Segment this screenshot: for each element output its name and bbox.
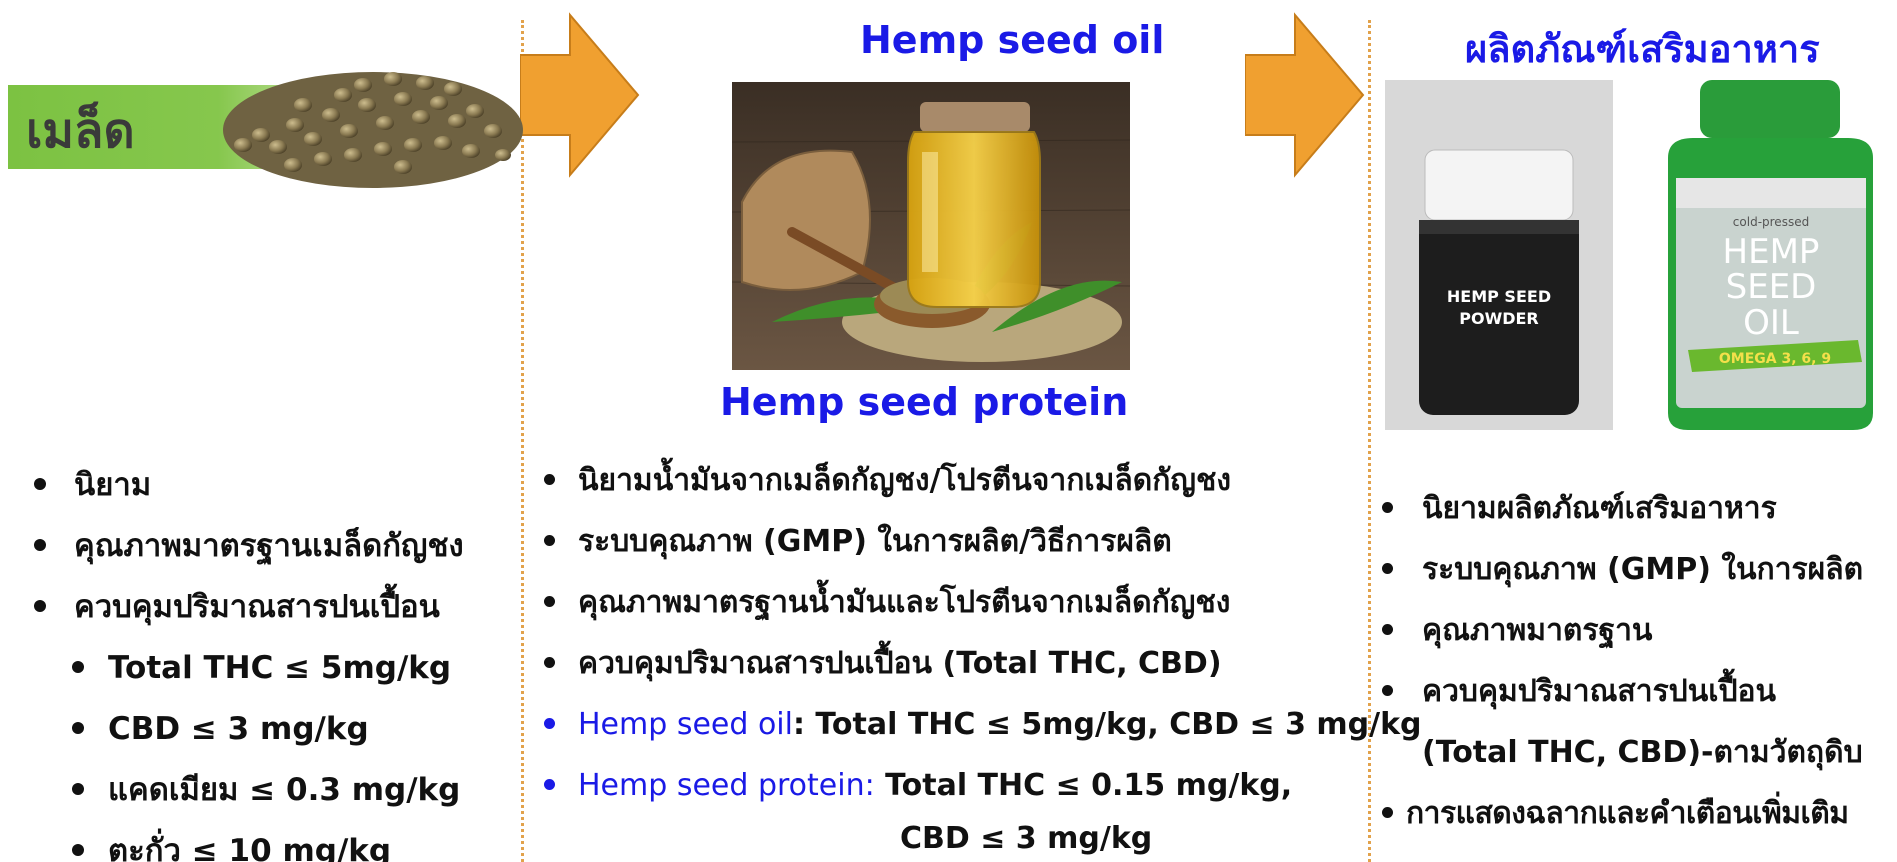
list-item: นิยามน้ำมันจากเมล็ดกัญชง/โปรตีนจากเมล็ดก… xyxy=(540,450,1360,511)
bullet-icon xyxy=(34,539,46,551)
hemp-seed-powder-bottle-image: HEMP SEED POWDER xyxy=(1385,80,1613,430)
bullet-icon xyxy=(544,596,555,607)
oil-protein-requirements-list: นิยามน้ำมันจากเมล็ดกัญชง/โปรตีนจากเมล็ดก… xyxy=(540,450,1422,816)
bottle-a-label-2: POWDER xyxy=(1459,309,1539,328)
bullet-icon xyxy=(72,661,84,673)
seed-banner-image: เมล็ด xyxy=(8,55,523,195)
list-item: นิยาม xyxy=(30,455,510,516)
bullet-icon xyxy=(1382,502,1393,513)
protein-limit-continuation: CBD ≤ 3 mg/kg xyxy=(900,821,1153,856)
list-subitem: ตะกั่ว ≤ 10 mg/kg xyxy=(30,821,510,862)
supplement-requirements-list: นิยามผลิตภัณฑ์เสริมอาหาร ระบบคุณภาพ (GMP… xyxy=(1378,478,1893,844)
hemp-seeds-image xyxy=(223,72,523,188)
bullet-icon xyxy=(34,478,46,490)
arrow-right-icon xyxy=(1245,10,1365,180)
list-item: คุณภาพมาตรฐานน้ำมันและโปรตีนจากเมล็ดกัญช… xyxy=(540,572,1360,633)
bottle-b-badge: OMEGA 3, 6, 9 xyxy=(1719,351,1831,367)
bottle-b-label-3: OIL xyxy=(1743,303,1799,343)
bottle-b-label-top: cold-pressed xyxy=(1733,215,1809,229)
list-subitem: CBD ≤ 3 mg/kg xyxy=(30,699,510,760)
list-item: นิยามผลิตภัณฑ์เสริมอาหาร xyxy=(1378,478,1893,539)
list-item: ควบคุมปริมาณสารปนเปื้อน xyxy=(30,577,510,638)
bullet-icon xyxy=(1382,563,1393,574)
hemp-seed-oil-title: Hemp seed oil xyxy=(860,18,1165,62)
bullet-icon xyxy=(544,535,555,546)
list-subitem: Total THC ≤ 5mg/kg xyxy=(30,638,510,699)
bottle-b-label-2: SEED xyxy=(1726,267,1817,307)
bullet-icon xyxy=(34,600,46,612)
seed-requirements-list: นิยาม คุณภาพมาตรฐานเมล็ดกัญชง ควบคุมปริม… xyxy=(30,455,510,862)
bullet-icon xyxy=(1382,807,1393,818)
list-item-continuation: (Total THC, CBD)-ตามวัตถุดิบ xyxy=(1422,735,1863,770)
bullet-icon xyxy=(544,779,555,790)
seed-banner-label: เมล็ด xyxy=(26,103,135,159)
bottle-a-label-1: HEMP SEED xyxy=(1447,287,1551,306)
list-subitem: แคดเมียม ≤ 0.3 mg/kg xyxy=(30,760,510,821)
list-item: คุณภาพมาตรฐาน xyxy=(1378,600,1893,661)
list-item: ควบคุมปริมาณสารปนเปื้อน (Total THC, CBD) xyxy=(540,633,1360,694)
bullet-icon xyxy=(544,718,555,729)
list-item: ควบคุมปริมาณสารปนเปื้อน xyxy=(1378,661,1893,722)
list-item: การแสดงฉลากและคำเตือนเพิ่มเติม xyxy=(1378,783,1893,844)
bullet-icon xyxy=(72,722,84,734)
bullet-icon xyxy=(1382,685,1393,696)
list-item: ระบบคุณภาพ (GMP) ในการผลิต xyxy=(1378,539,1893,600)
list-item: Hemp seed oil: Total THC ≤ 5mg/kg, CBD ≤… xyxy=(540,694,1422,755)
hemp-oil-photo xyxy=(732,82,1130,370)
bullet-icon xyxy=(72,783,84,795)
bullet-icon xyxy=(72,844,84,856)
arrow-right-icon xyxy=(520,10,640,180)
divider-left xyxy=(521,20,524,862)
divider-right xyxy=(1368,20,1371,862)
bullet-icon xyxy=(544,657,555,668)
hemp-seed-protein-title: Hemp seed protein xyxy=(720,380,1129,424)
list-item: คุณภาพมาตรฐานเมล็ดกัญชง xyxy=(30,516,510,577)
hemp-seed-oil-bottle-image: cold-pressed HEMP SEED OIL OMEGA 3, 6, 9 xyxy=(1648,78,1893,433)
bullet-icon xyxy=(544,474,555,485)
bottle-b-label-1: HEMP xyxy=(1723,232,1820,272)
supplement-title: ผลิตภัณฑ์เสริมอาหาร xyxy=(1465,27,1820,71)
list-item: Hemp seed protein: Total THC ≤ 0.15 mg/k… xyxy=(540,755,1360,816)
list-item: ระบบคุณภาพ (GMP) ในการผลิต/วิธีการผลิต xyxy=(540,511,1360,572)
bullet-icon xyxy=(1382,624,1393,635)
